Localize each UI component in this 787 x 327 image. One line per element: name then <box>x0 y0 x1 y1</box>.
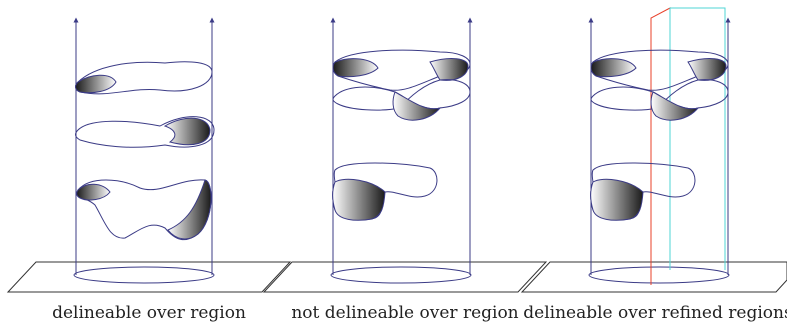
sheet-fold-shaded <box>590 178 644 221</box>
panel-delineable: delineable over region <box>6 17 292 323</box>
sheet-fold-shaded <box>590 58 637 78</box>
refine-wall-cyan <box>669 7 726 270</box>
sheet-fold-shaded <box>163 117 211 146</box>
region-ellipse <box>588 266 730 284</box>
sheet-fold-shaded <box>332 178 386 221</box>
sheet-fold-shaded <box>167 179 212 240</box>
sheet-fold-shaded <box>75 74 117 94</box>
sheet-fold-shaded <box>76 183 111 201</box>
sheet-fold-shaded <box>392 91 442 121</box>
sheet-fold-shaded <box>332 58 379 78</box>
sheet-outline <box>75 116 215 148</box>
caption-panel-2: not delineable over region <box>291 303 518 323</box>
region-ellipse <box>330 266 472 284</box>
base-plane <box>520 261 787 293</box>
caption-panel-3: delineable over refined regions <box>523 303 787 323</box>
base-plane <box>262 261 548 293</box>
panel-refined-regions: delineable over refined regions <box>520 7 787 323</box>
panel-not-delineable: not delineable over region <box>262 17 548 323</box>
refine-wall-red <box>650 7 671 285</box>
sheet-fold-shaded <box>429 58 469 81</box>
sheet-fold-shaded <box>687 58 727 81</box>
caption-panel-1: delineable over region <box>52 303 246 323</box>
base-plane <box>6 261 292 293</box>
region-ellipse <box>73 266 215 284</box>
sheet-fold-shaded <box>650 91 700 121</box>
